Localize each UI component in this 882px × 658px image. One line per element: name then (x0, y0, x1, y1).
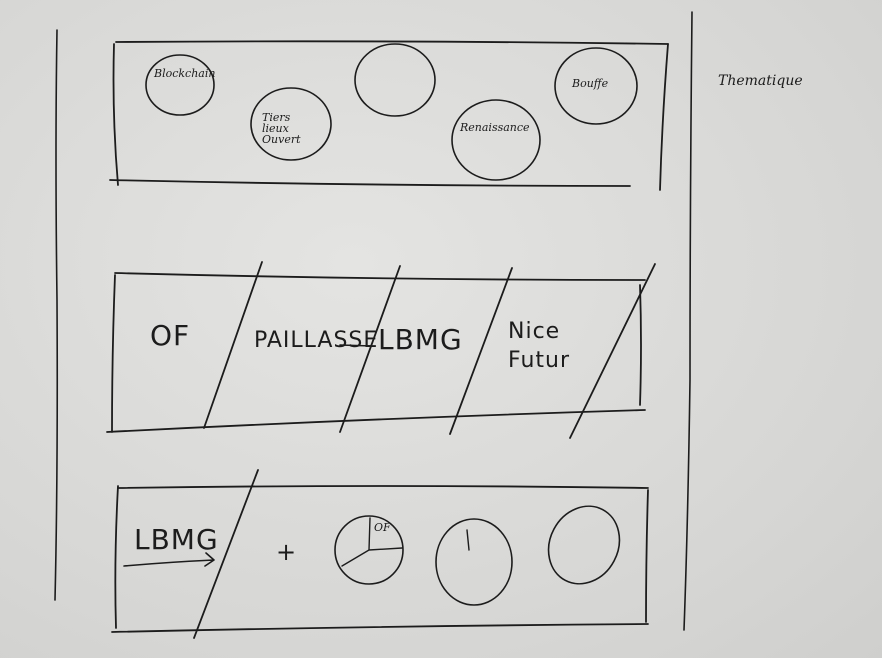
top-panel-right (659, 43, 669, 191)
bottom-divider (193, 469, 259, 639)
top-panel-bottom (109, 179, 631, 187)
cell-paillasse: PAILLASSE (254, 328, 379, 353)
pie-slices (341, 517, 403, 567)
label-renaissance: Renaissance (460, 121, 530, 134)
circle-b2 (435, 518, 513, 606)
label-blockchain: Blockchain (154, 67, 216, 80)
circle-b2-tick (466, 529, 470, 551)
circle-blockchain (145, 54, 215, 116)
middle-divider-4 (569, 263, 656, 439)
plus-sign: + (276, 538, 298, 566)
middle-divider-1 (203, 261, 263, 429)
outer-right-line (683, 11, 693, 631)
middle-panel-bottom (106, 409, 646, 433)
circle-renaissance (451, 99, 541, 181)
circle-b3 (547, 505, 621, 585)
cell-lbmg: LBMG (378, 323, 463, 356)
top-panel-left (112, 43, 119, 186)
top-panel-top (115, 40, 669, 45)
middle-divider-2 (339, 265, 401, 433)
outer-left-line (54, 29, 59, 601)
label-tiers-lieux: Tiers lieux Ouvert (262, 111, 301, 146)
bottom-panel-top (117, 485, 649, 489)
middle-panel-top (114, 272, 646, 281)
side-note: Thematique (718, 73, 803, 89)
middle-panel-right (639, 284, 642, 406)
paillasse-stroke (339, 344, 373, 347)
cell-nice-futur: Nice Futur (508, 319, 571, 373)
middle-panel-left (111, 274, 116, 433)
lbmg-arrow (123, 552, 215, 567)
circle-tiers-lieux (250, 87, 332, 161)
pie-label-of: OF (374, 521, 391, 534)
circle-empty (354, 43, 436, 117)
middle-divider-3 (449, 267, 513, 435)
cell-of: OF (150, 319, 191, 352)
bottom-panel-right (645, 489, 649, 623)
circle-bouffe (554, 47, 638, 125)
label-bouffe: Bouffe (572, 77, 609, 90)
bottom-panel-left (114, 485, 119, 629)
bottom-label-lbmg: LBMG (134, 523, 219, 556)
pie-circle (334, 515, 404, 585)
bottom-panel-bottom (111, 623, 649, 633)
